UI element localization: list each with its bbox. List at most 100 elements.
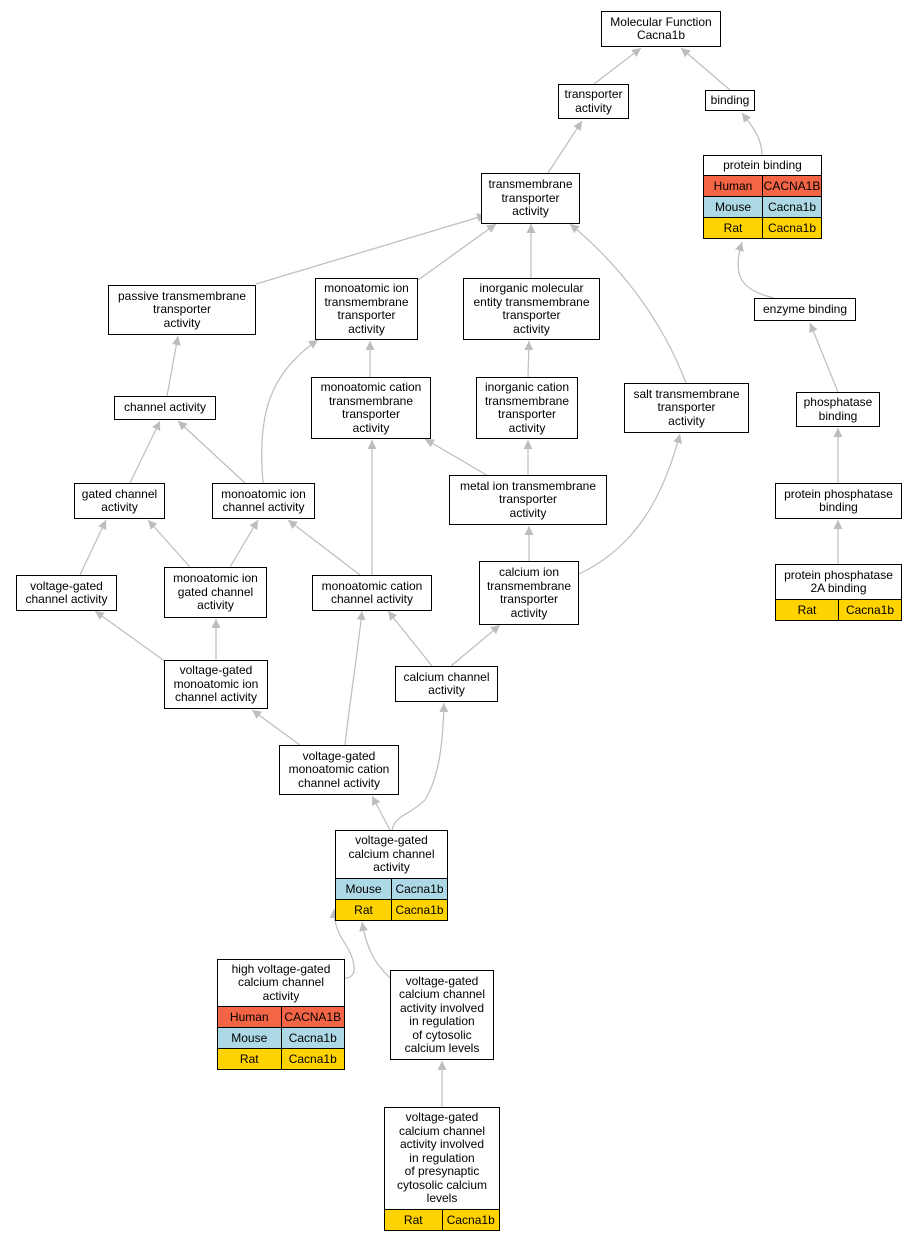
gene-cell: Cacna1b [838, 600, 901, 620]
edge-ion-tm-to-tm [417, 223, 497, 281]
node-ion-gated[interactable]: monoatomic ion gated channel activity [164, 567, 267, 618]
node-label: voltage-gated calcium channel activity i… [398, 973, 486, 1055]
node-mf[interactable]: Molecular Function Cacna1b [601, 11, 721, 47]
node-label: transporter activity [564, 87, 623, 115]
edge-protein-binding-to-binding [741, 112, 763, 156]
node-channel[interactable]: channel activity [114, 396, 216, 420]
node-label: gated channel activity [81, 486, 158, 514]
edge-vg-ion-to-vg-channel [94, 610, 167, 663]
edge-tm-transporter-to-transporter [547, 120, 583, 174]
node-inorg-cation[interactable]: inorganic cation transmembrane transport… [476, 377, 578, 439]
species-cell: Human [704, 176, 762, 196]
edge-calcium-channel-to-cation-channel [387, 610, 433, 667]
node-calcium-channel[interactable]: calcium channel activity [395, 666, 498, 702]
node-vg-cyto[interactable]: voltage-gated calcium channel activity i… [390, 970, 494, 1060]
gene-cell: Cacna1b [441, 1210, 499, 1230]
edge-metal-to-cation-tm [424, 438, 491, 478]
node-pp-binding[interactable]: protein phosphatase binding [775, 483, 902, 519]
edge-vg-calcium-to-vg-cation [371, 795, 391, 831]
edge-calcium-channel-to-calcium-tm [450, 624, 501, 667]
edge-salt-to-tm [569, 223, 687, 384]
edge-binding-to-mf [680, 47, 731, 91]
edge-ion-gated-to-gated [147, 519, 191, 568]
node-ion-channel[interactable]: monoatomic ion channel activity [212, 483, 315, 519]
species-cell: Mouse [336, 879, 391, 899]
species-cell: Rat [218, 1049, 281, 1069]
node-label: metal ion transmembrane transporter acti… [459, 478, 597, 520]
node-vg-cation[interactable]: voltage-gated monoatomic cation channel … [279, 745, 399, 795]
gene-cell: Cacna1b [280, 1028, 344, 1048]
node-ion-tm[interactable]: monoatomic ion transmembrane transporter… [315, 278, 418, 340]
edge-channel-to-passive [166, 335, 181, 397]
edge-ion-channel-to-channel [177, 420, 246, 484]
species-cell: Mouse [218, 1028, 281, 1048]
node-phosphatase-binding[interactable]: phosphatase binding [796, 392, 880, 427]
gene-cell: Cacna1b [762, 218, 821, 238]
edge-ion-gated-to-ion-channel [229, 519, 259, 568]
node-cation-tm[interactable]: monoatomic cation transmembrane transpor… [311, 377, 431, 439]
edge-transporter-to-mf [593, 47, 642, 85]
node-inorganic-mol[interactable]: inorganic molecular entity transmembrane… [463, 278, 600, 340]
edge-cation-channel-to-ion-channel [287, 519, 361, 576]
edge-vg-calcium-to-calcium-channel [391, 702, 449, 831]
gene-cell: Cacna1b [391, 900, 447, 920]
gene-cell: Cacna1b [280, 1049, 344, 1069]
species-cell: Rat [704, 218, 762, 238]
gene-cell: Cacna1b [391, 879, 447, 899]
species-cell: Rat [336, 900, 391, 920]
edge-vg-cyto-to-vg-calcium [359, 921, 391, 979]
node-label: calcium channel activity [403, 669, 490, 697]
node-label: voltage-gated channel activity [25, 578, 108, 606]
node-label: protein phosphatase binding [784, 486, 893, 514]
node-label: binding [710, 92, 750, 107]
node-calcium-tm[interactable]: calcium ion transmembrane transporter ac… [479, 561, 579, 625]
edge-gated-to-channel [129, 420, 161, 484]
gene-cell: CACNA1B [762, 176, 821, 196]
node-cation-channel[interactable]: monoatomic cation channel activity [312, 575, 432, 611]
gene-cell: CACNA1B [280, 1007, 344, 1027]
node-gated-channel[interactable]: gated channel activity [74, 483, 165, 519]
node-label: inorganic cation transmembrane transport… [484, 380, 570, 435]
node-metal-ion[interactable]: metal ion transmembrane transporter acti… [449, 475, 607, 525]
node-label: monoatomic ion gated channel activity [173, 571, 258, 613]
node-enzyme-binding[interactable]: enzyme binding [754, 298, 856, 321]
node-label: monoatomic ion transmembrane transporter… [324, 281, 409, 336]
node-label: voltage-gated calcium channel activity i… [396, 1110, 488, 1206]
node-hv-calcium[interactable]: high voltage-gated calcium channel activ… [217, 959, 345, 1070]
node-label: voltage-gated monoatomic ion channel act… [173, 663, 259, 705]
node-vg-presyn[interactable]: voltage-gated calcium channel activity i… [384, 1107, 500, 1231]
node-vg-channel[interactable]: voltage-gated channel activity [16, 575, 117, 611]
species-cell: Mouse [704, 197, 762, 217]
node-label: enzyme binding [762, 301, 848, 316]
node-vg-ion[interactable]: voltage-gated monoatomic ion channel act… [164, 660, 268, 709]
node-passive-tm[interactable]: passive transmembrane transporter activi… [108, 285, 256, 335]
node-label: inorganic molecular entity transmembrane… [473, 281, 590, 336]
edge-enzyme-binding-to-protein-binding [735, 241, 775, 299]
node-label: voltage-gated monoatomic cation channel … [288, 748, 390, 790]
node-transporter[interactable]: transporter activity [558, 84, 629, 119]
node-label: phosphatase binding [803, 395, 873, 423]
node-salt-tm[interactable]: salt transmembrane transporter activity [624, 383, 749, 433]
node-label: monoatomic cation transmembrane transpor… [320, 380, 422, 435]
edge-vg-cation-to-vg-ion [251, 709, 301, 746]
edge-passive-to-tm [255, 213, 487, 285]
node-label: protein phosphatase 2A binding [784, 567, 893, 595]
node-label: passive transmembrane transporter activi… [117, 288, 247, 330]
node-label: salt transmembrane transporter activity [633, 386, 740, 428]
node-binding[interactable]: binding [705, 90, 755, 111]
species-cell: Rat [776, 600, 838, 620]
node-tm-transporter[interactable]: transmembrane transporter activity [481, 173, 580, 224]
edge-calcium-tm-to-salt [578, 433, 683, 575]
